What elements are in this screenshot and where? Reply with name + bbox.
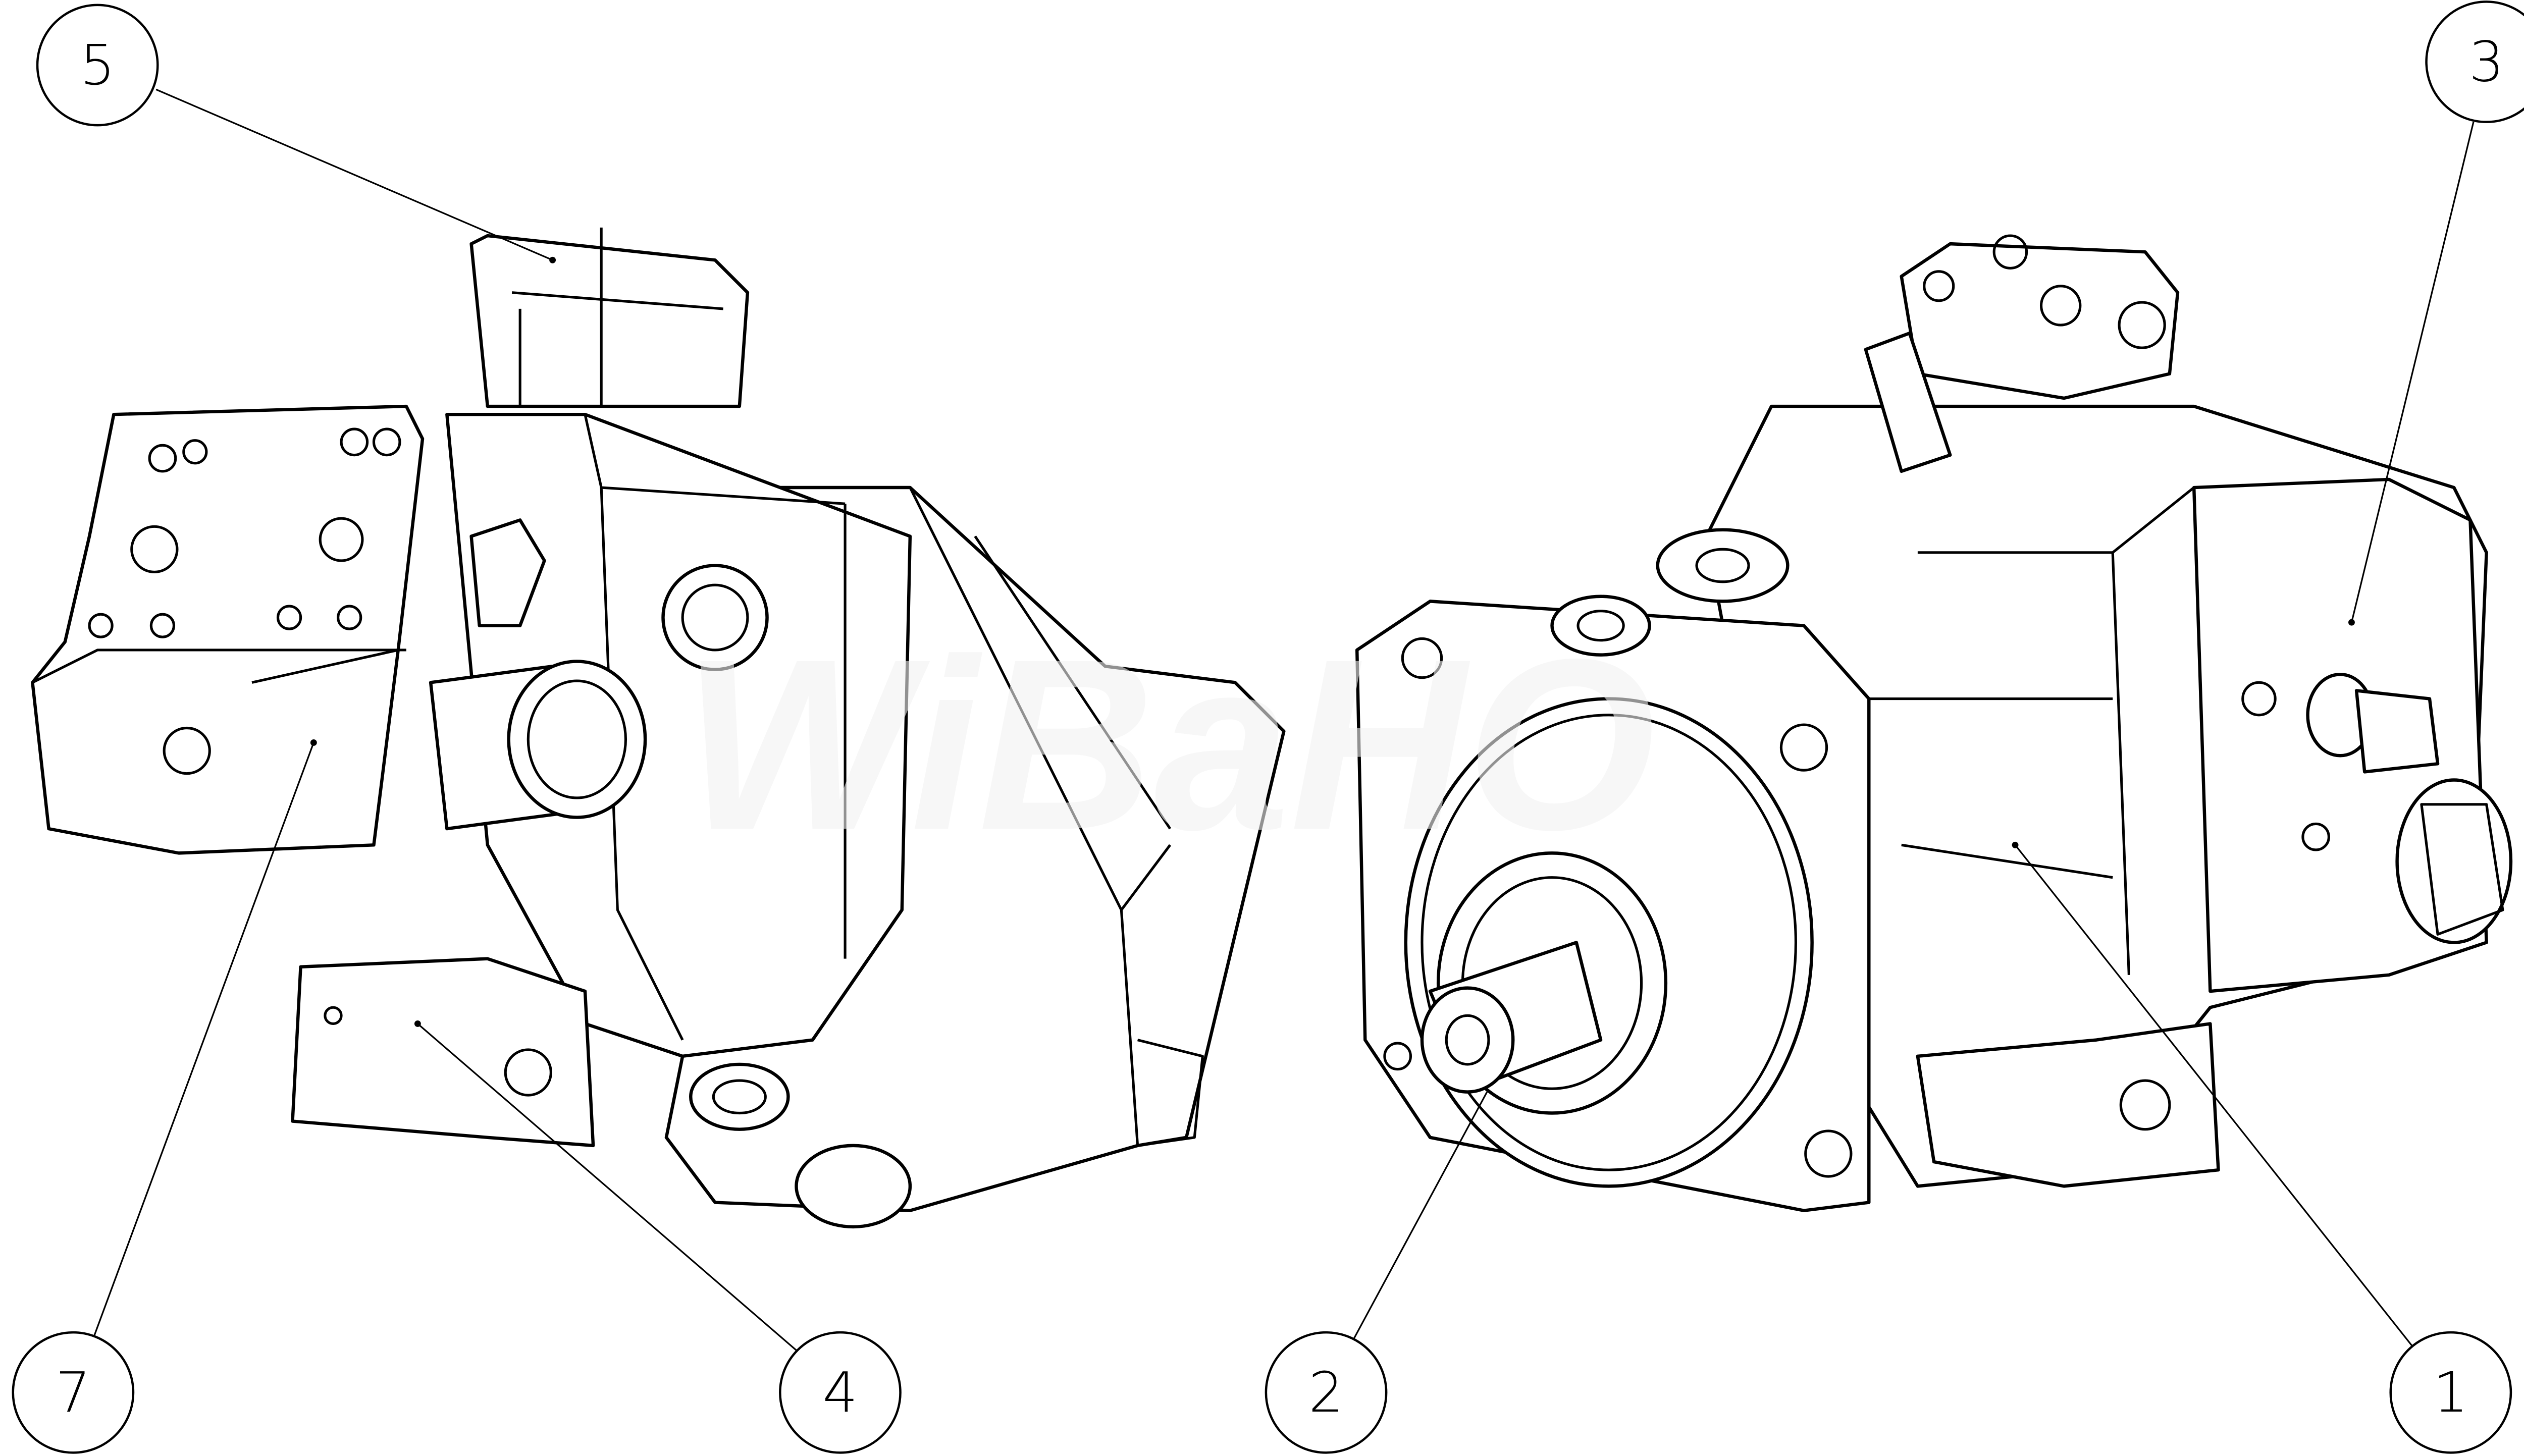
left-lower-housing [291,957,595,1148]
left-motor-main-body [445,412,912,1058]
right-drain-fitting [1864,331,1952,473]
left-control-valve-top [469,234,750,408]
callout-label: 4 [823,1360,858,1425]
right-motor-assembly [1355,234,2513,1212]
callout-label: 5 [80,33,115,97]
callout-label: 1 [2433,1360,2468,1425]
callout-5: 5 [36,4,556,263]
callout-3: 3 [2348,1,2524,626]
right-control-valve-top [1900,242,2180,400]
callout-1: 1 [2012,841,2512,1454]
left-motor-assembly [31,227,1286,1229]
left-hex-plug [469,518,546,627]
left-motor-port-plate [31,404,425,855]
callout-4: 4 [414,1020,902,1454]
right-mounting-foot [1916,1022,2220,1188]
callout-7: 7 [12,739,317,1454]
callout-label: 2 [1308,1360,1344,1425]
callout-label: 7 [56,1360,91,1425]
right-shaft-end [1420,986,1515,1094]
callout-label: 3 [2469,30,2504,94]
callout-2: 2 [1265,1091,1488,1454]
